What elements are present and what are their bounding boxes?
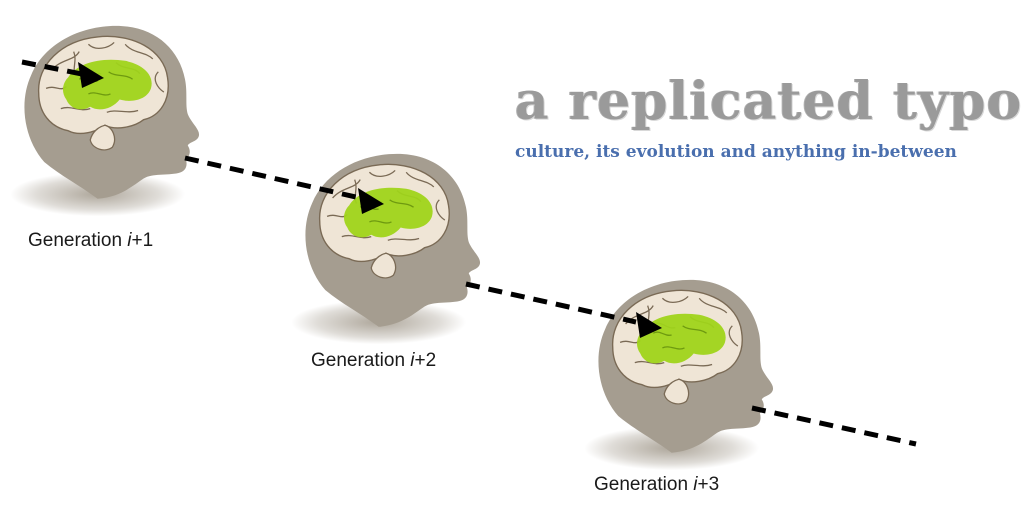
dashed-line-gen2-to-gen3	[465, 281, 637, 325]
logo-tagline: culture, its evolution and anything in-b…	[515, 142, 957, 162]
dashed-line-into-gen1	[21, 59, 83, 77]
head-generation-2	[290, 153, 481, 345]
arrow-heads	[78, 62, 662, 338]
arrow-head-gen2	[358, 188, 384, 214]
dashed-line-out-of-gen3	[751, 405, 917, 447]
generation-label-3: Generation i+3	[594, 474, 720, 495]
head-generation-3	[583, 279, 774, 471]
generation-label-2: Generation i+2	[311, 350, 437, 371]
generation-label-1: Generation i+1	[28, 230, 154, 251]
dashed-line-gen1-to-gen2	[184, 155, 361, 201]
arrow-head-gen3	[636, 312, 662, 338]
logo-title: a replicated typo	[515, 71, 1023, 132]
transmission-arrows	[21, 59, 917, 447]
arrow-head-gen1	[78, 62, 104, 88]
head-generation-1	[9, 25, 200, 217]
site-logo: a replicated typo culture, its evolution…	[515, 71, 1023, 163]
